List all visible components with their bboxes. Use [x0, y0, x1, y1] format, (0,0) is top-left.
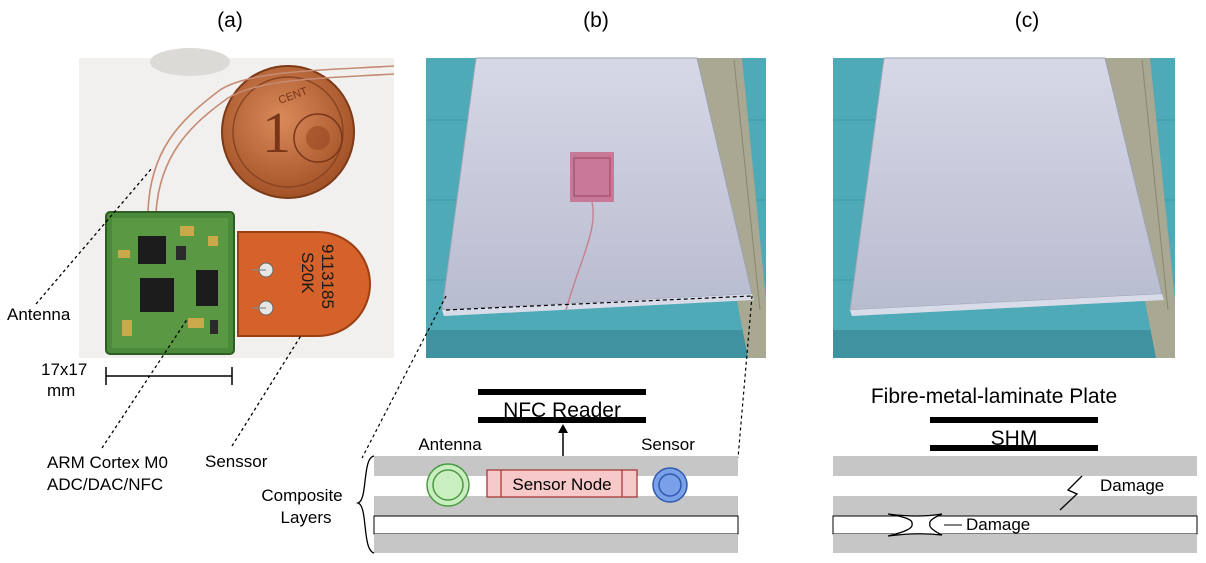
embedded-sensor-node	[570, 152, 614, 202]
scale-label: mm	[47, 381, 75, 400]
sensor-label-b: Sensor	[641, 435, 695, 454]
panel-c-label: (c)	[1015, 9, 1040, 32]
euro-cent-coin: 1 CENT	[221, 65, 355, 199]
sensor-leader	[231, 333, 303, 447]
nfc-reader: NFC Reader	[478, 389, 646, 423]
sensor-node-box: Sensor Node	[486, 469, 638, 498]
damage-label-bottom: Damage	[966, 515, 1030, 534]
shm-unit: SHM	[930, 417, 1098, 451]
cpu-leader	[101, 317, 189, 449]
sensor-label: Senssor	[205, 452, 268, 471]
layers-label: Composite	[261, 486, 342, 505]
antenna-wire	[147, 65, 395, 213]
laminate-sensor	[652, 467, 688, 503]
sensor-writing: S20K	[298, 252, 317, 294]
antenna-wire	[155, 73, 395, 213]
flex-sensor: S20K 9113185	[237, 231, 371, 337]
scale-label: 17x17	[41, 360, 87, 379]
pcb-board	[105, 211, 235, 355]
damage-label-top: Damage	[1100, 476, 1164, 495]
cpu-label: ADC/DAC/NFC	[47, 475, 163, 494]
panel-b-photo	[426, 57, 766, 358]
zoom-leader	[361, 295, 447, 459]
panel-b-label: (b)	[583, 9, 609, 32]
panel-a: (a) 1 CENT	[7, 9, 395, 494]
layers-label: Layers	[280, 508, 331, 527]
antenna-label: Antenna	[7, 305, 71, 324]
fml-laminate	[832, 456, 1198, 553]
sensor-node-label: Sensor Node	[512, 475, 611, 494]
panel-a-label: (a)	[217, 9, 243, 32]
sensor-writing: 9113185	[318, 244, 337, 309]
cpu-label: ARM Cortex M0	[47, 453, 168, 472]
layers-brace	[355, 455, 375, 554]
shm-label: SHM	[991, 427, 1038, 450]
panel-c-photo	[833, 57, 1175, 358]
scale-bar	[105, 367, 233, 385]
photo-shadow	[150, 48, 230, 76]
delamination-damage	[887, 513, 943, 537]
plate-title: Fibre-metal-laminate Plate	[871, 385, 1117, 408]
panel-b: (b) NFC Reader	[261, 9, 766, 554]
crack-damage	[1059, 475, 1083, 511]
laminate-antenna	[426, 463, 470, 507]
embedded-wire	[565, 201, 594, 311]
zoom-leader	[445, 295, 753, 311]
panel-a-photo: 1 CENT	[79, 48, 395, 358]
nfc-reader-label: NFC Reader	[503, 399, 621, 422]
panel-c: (c) Fibre-metal-laminate Plate SHM	[832, 9, 1198, 553]
antenna-label-b: Antenna	[418, 435, 482, 454]
coin-numeral: 1	[262, 100, 291, 165]
